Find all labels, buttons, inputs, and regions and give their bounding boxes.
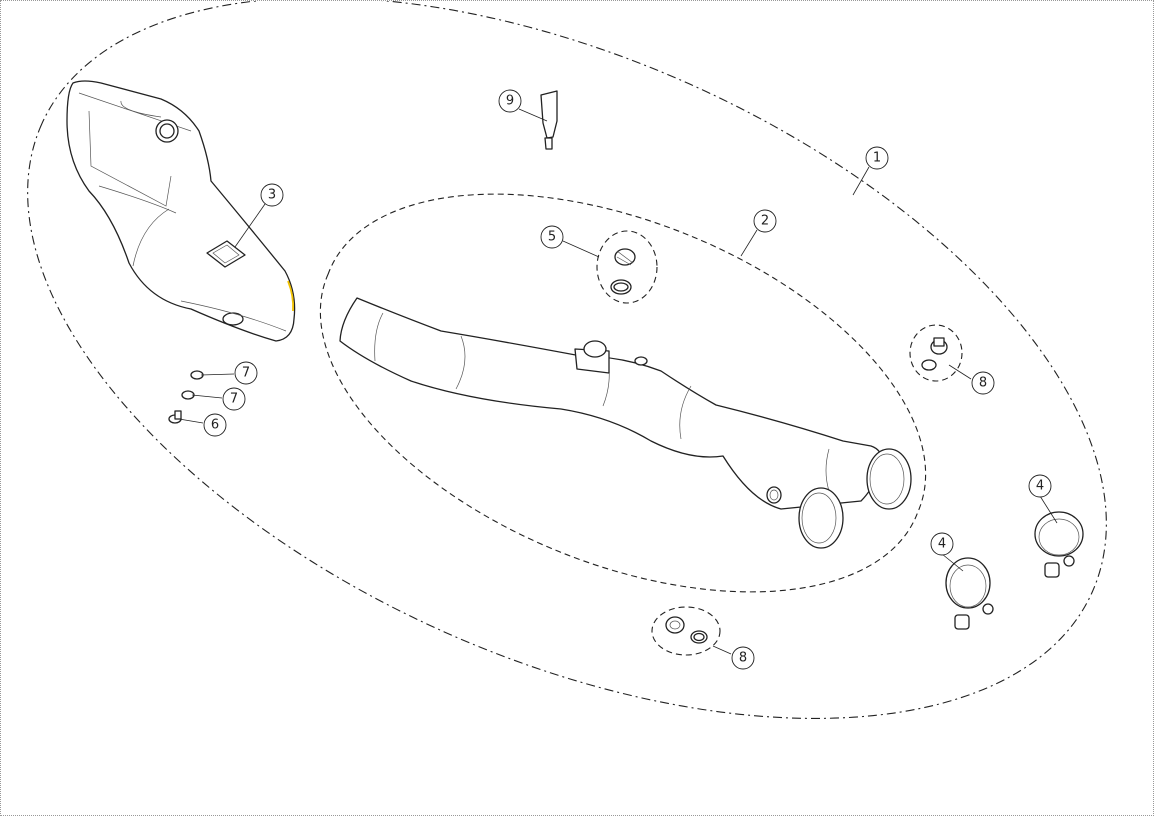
callout-3: 3 <box>260 183 284 207</box>
group-5-boundary <box>596 230 658 304</box>
callout-label: 5 <box>548 230 556 245</box>
callout-label: 7 <box>242 366 250 381</box>
callout-label: 9 <box>506 94 514 109</box>
group-8b-boundary <box>651 606 721 656</box>
callout-8a: 8 <box>971 371 995 395</box>
callout-label: 1 <box>873 151 881 166</box>
callout-7b: 7 <box>222 387 246 411</box>
callout-9: 9 <box>498 89 522 113</box>
callout-5: 5 <box>540 225 564 249</box>
kit-boundary-1 <box>27 1 1107 719</box>
callout-4b: 4 <box>930 532 954 556</box>
callout-1: 1 <box>865 146 889 170</box>
clamp-part-4a <box>1034 511 1084 578</box>
callout-label: 4 <box>938 537 946 552</box>
callout-label: 8 <box>979 376 987 391</box>
heat-shield-part <box>66 80 296 342</box>
plug-part-8a <box>921 337 948 371</box>
callout-2: 2 <box>753 209 777 233</box>
highlight-edge <box>287 280 295 312</box>
link-pipe-part <box>339 297 912 549</box>
sensor-plug-part-5 <box>610 248 636 295</box>
plug-part-8b <box>665 616 708 644</box>
callout-label: 2 <box>761 214 769 229</box>
bolt-part-6 <box>168 410 182 424</box>
sealant-tube-part <box>540 90 558 150</box>
callout-label: 6 <box>211 418 219 433</box>
callout-7a: 7 <box>234 361 258 385</box>
callout-4a: 4 <box>1028 474 1052 498</box>
callout-label: 3 <box>268 188 276 203</box>
leader-lines <box>178 108 1058 655</box>
callout-label: 8 <box>739 651 747 666</box>
callout-label: 7 <box>230 392 238 407</box>
callout-6: 6 <box>203 413 227 437</box>
callout-label: 4 <box>1036 479 1044 494</box>
group-8a-boundary <box>909 324 963 382</box>
callout-8b: 8 <box>731 646 755 670</box>
clamp-part-4b <box>945 557 994 630</box>
